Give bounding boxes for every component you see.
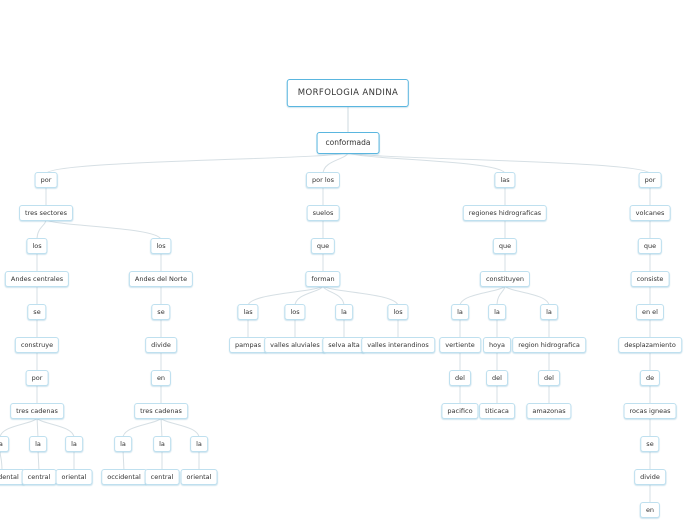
node-se-v[interactable]: se [640,436,660,452]
node-por4[interactable]: por [638,172,662,188]
node-conformada[interactable]: conformada [316,132,380,154]
node-region-hidro[interactable]: region hidrografica [512,337,586,353]
node-desplazamiento[interactable]: desplazamiento [618,337,682,353]
edge-forman-los_i [322,284,399,307]
edge-forman-la_s [322,284,345,307]
node-la-b2[interactable]: la [190,436,208,452]
node-andes-norte[interactable]: Andes del Norte [128,271,194,287]
edge-la_b0-occ_b [122,449,125,472]
node-del-2[interactable]: del [538,370,560,386]
node-regiones[interactable]: regiones hidrograficas [462,205,548,221]
edge-conformada-por1 [45,151,349,175]
node-pampas[interactable]: pampas [229,337,267,353]
edge-tres_cadenas_b-la_b1 [160,416,163,439]
node-la-a0[interactable]: la [0,436,9,452]
node-tres-cadenas-a[interactable]: tres cadenas [10,403,64,419]
node-selva-alta[interactable]: selva alta [322,337,366,353]
node-en-b[interactable]: en [150,370,172,386]
node-de-v[interactable]: de [639,370,661,386]
node-vertiente[interactable]: vertiente [439,337,481,353]
node-los-b[interactable]: los [150,238,172,254]
node-forman[interactable]: forman [305,271,341,287]
node-constituyen[interactable]: constituyen [479,271,531,287]
node-la-s[interactable]: la [335,304,353,320]
node-se-b[interactable]: se [151,304,171,320]
node-titicaca[interactable]: titicaca [479,403,515,419]
edge-conformada-por4 [347,151,651,175]
node-root[interactable]: MORFOLOGIA ANDINA [286,79,410,107]
node-divide-v[interactable]: divide [634,469,666,485]
node-que-h[interactable]: que [492,238,518,254]
edge-conformada-las_h [347,151,506,175]
edge-tres_cadenas_b-la_b0 [122,416,162,439]
node-porlos[interactable]: por los [305,172,341,188]
node-en-v[interactable]: en [639,502,661,518]
node-en-el[interactable]: en el [636,304,664,320]
edge-la_a1-cen_a [37,449,40,472]
node-suelos[interactable]: suelos [306,205,340,221]
node-del-1[interactable]: del [486,370,508,386]
node-tres-cadenas-b[interactable]: tres cadenas [134,403,188,419]
edge-forman-las_p [247,284,324,307]
node-que-v[interactable]: que [637,238,663,254]
edge-tres_cadenas_a-la_a2 [36,416,75,439]
node-la-b0[interactable]: la [114,436,132,452]
node-andes-centrales[interactable]: Andes centrales [4,271,70,287]
node-rocas-igneas[interactable]: rocas igneas [623,403,677,419]
node-por1[interactable]: por [34,172,58,188]
node-la-a2[interactable]: la [65,436,83,452]
edge-tres_cadenas_a-la_a1 [36,416,39,439]
node-que-s[interactable]: que [310,238,336,254]
node-del-0[interactable]: del [449,370,471,386]
node-occ-b[interactable]: occidental [101,469,147,485]
node-hoya[interactable]: hoya [483,337,511,353]
edge-tres_cadenas_a-la_a0 [0,416,38,439]
node-cen-a[interactable]: central [21,469,57,485]
node-divide-b[interactable]: divide [145,337,177,353]
node-la-b1[interactable]: la [153,436,171,452]
edge-tres_sectores-los_b [45,218,162,241]
edge-constituyen-la_h2 [504,284,550,307]
node-las-h[interactable]: las [494,172,516,188]
node-la-h1[interactable]: la [488,304,506,320]
node-pacifico[interactable]: pacifico [441,403,479,419]
edge-tres_sectores-los_a [36,218,47,241]
node-los-v[interactable]: los [284,304,306,320]
node-valles-inter[interactable]: valles interandinos [361,337,435,353]
node-amazonas[interactable]: amazonas [526,403,572,419]
node-la-h0[interactable]: la [451,304,469,320]
node-ori-b[interactable]: oriental [180,469,218,485]
edge-la_a0-occ_a [0,449,3,472]
node-construye[interactable]: construye [14,337,60,353]
node-volcanes[interactable]: volcanes [629,205,671,221]
edge-constituyen-la_h0 [459,284,506,307]
node-la-a1[interactable]: la [29,436,47,452]
node-ori-a[interactable]: oriental [55,469,93,485]
node-tres-sectores[interactable]: tres sectores [19,205,73,221]
node-los-i[interactable]: los [387,304,409,320]
node-la-h2[interactable]: la [540,304,558,320]
node-consiste[interactable]: consiste [630,271,670,287]
node-cen-b[interactable]: central [144,469,180,485]
node-valles-aluviales[interactable]: valles aluviales [264,337,326,353]
node-por-a[interactable]: por [25,370,49,386]
edge-tres_cadenas_b-la_b2 [160,416,200,439]
node-las-p[interactable]: las [237,304,259,320]
node-se-a[interactable]: se [27,304,47,320]
node-los-a[interactable]: los [26,238,48,254]
